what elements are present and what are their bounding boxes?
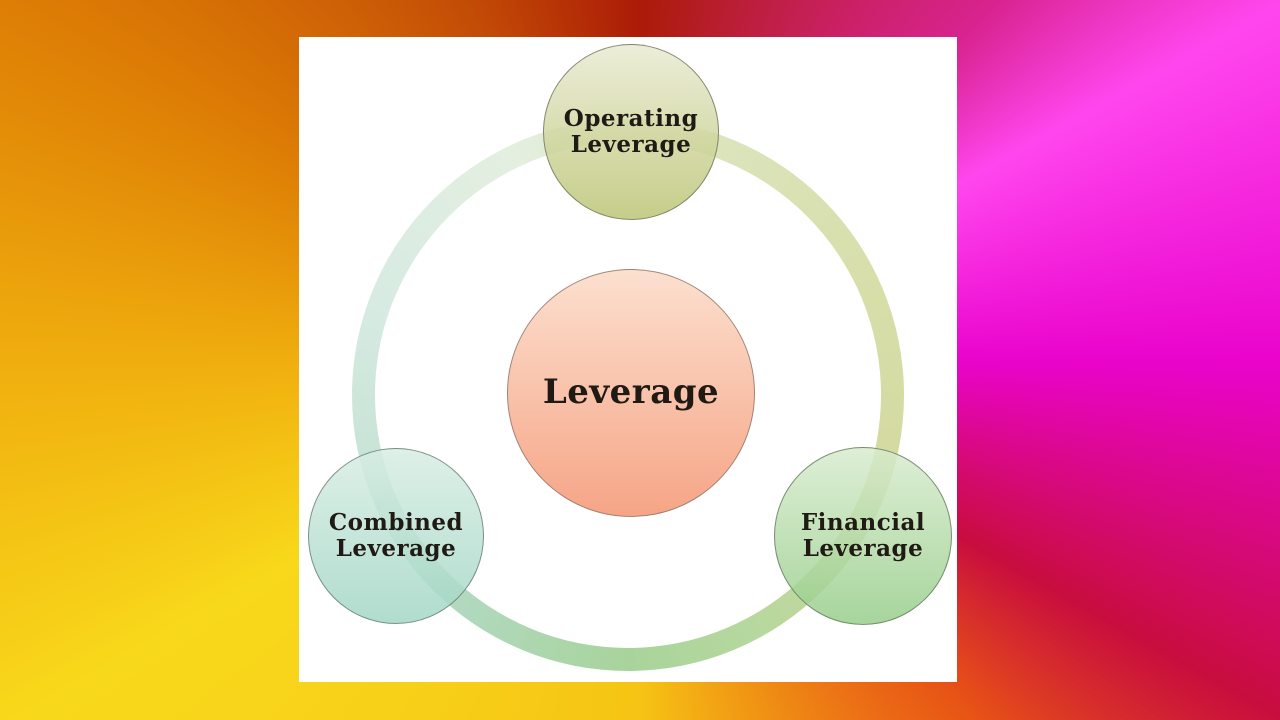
node-combined-leverage: Combined Leverage (308, 448, 484, 624)
diagram-panel: Operating Leverage Combined Leverage Fin… (299, 37, 957, 682)
node-financial-leverage: Financial Leverage (774, 447, 952, 625)
leverage-center-label: Leverage (542, 372, 720, 413)
node-leverage-center: Leverage (507, 269, 755, 517)
node-operating-leverage: Operating Leverage (543, 44, 719, 220)
operating-leverage-label: Operating Leverage (563, 104, 699, 158)
combined-leverage-label: Combined Leverage (328, 508, 464, 562)
financial-leverage-label: Financial Leverage (800, 508, 926, 562)
